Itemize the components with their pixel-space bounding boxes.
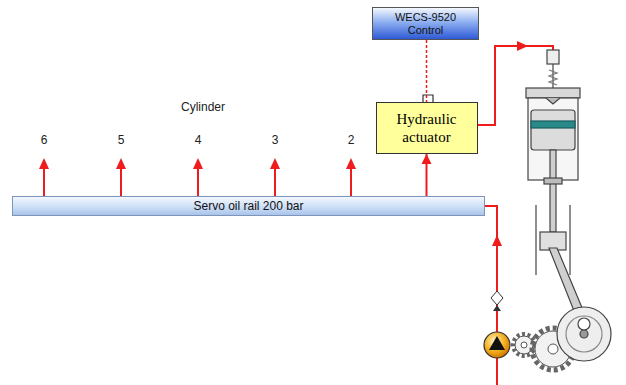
supply-arrows [39, 158, 356, 196]
servo-oil-rail: Servo oil rail 200 bar [12, 196, 485, 216]
cylinder-number: 2 [348, 133, 355, 147]
group-label: Cylinder [181, 100, 225, 114]
node-text: WECS-9520 Control [387, 11, 465, 37]
node-text: Hydraulic actuator [383, 110, 471, 146]
cylinder-number: 4 [195, 133, 202, 147]
cylinder-number: 5 [118, 133, 125, 147]
oil-supply-arrow [426, 154, 428, 196]
servo-oil-pump [484, 332, 510, 358]
control-plug [423, 95, 433, 102]
control-signal [426, 40, 428, 102]
engine-section [526, 50, 611, 361]
cylinder-number: 6 [41, 133, 48, 147]
actuator-box: Hydraulic actuator [376, 102, 478, 154]
node-text: Servo oil rail 200 bar [193, 198, 303, 214]
cylinder-number: 3 [272, 133, 279, 147]
control-box: WECS-9520 Control [372, 7, 479, 40]
